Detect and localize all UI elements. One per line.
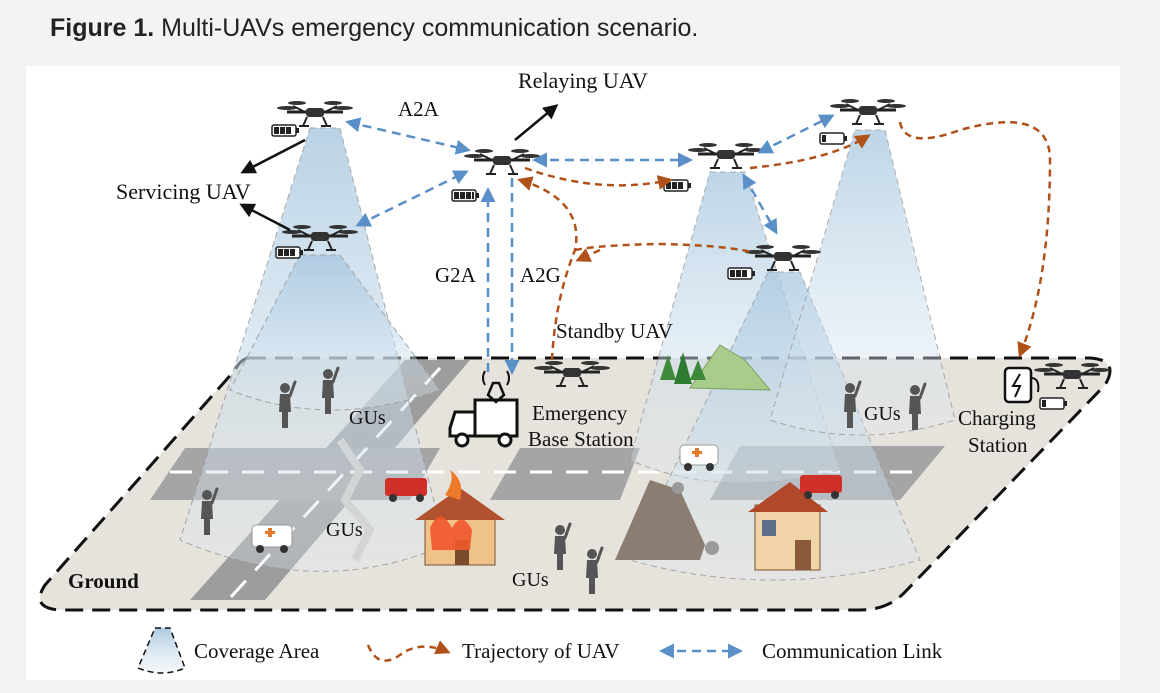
a2a-link	[355, 170, 469, 227]
relaying-uav-pointer	[514, 104, 559, 141]
uav-right-2	[828, 97, 908, 126]
uav-trajectory	[898, 120, 1052, 358]
battery-icon	[275, 246, 304, 259]
figure-caption: Figure 1. Multi-UAVs emergency communica…	[50, 14, 698, 43]
servicing-uav-pointer	[239, 203, 291, 232]
fire-truck-icon	[800, 475, 842, 499]
burning-house-icon	[415, 470, 505, 566]
uav-trajectory	[749, 134, 871, 170]
rock-icon	[705, 541, 719, 555]
ambulance-icon	[251, 524, 293, 553]
legend-coverage-label: Coverage Area	[194, 639, 320, 663]
gus-label: GUs	[349, 407, 386, 429]
a2a-link	[757, 114, 835, 154]
emergency-base-station-icon	[448, 370, 519, 448]
landslide-icon	[615, 480, 705, 560]
a2a-label: A2A	[398, 97, 440, 121]
figure-label: Figure 1.	[50, 14, 155, 42]
road-horizontal-mid	[490, 448, 640, 500]
fire-truck-icon	[385, 478, 427, 502]
legend-coverage-swatch	[137, 627, 186, 674]
rock-icon	[672, 482, 684, 494]
a2g-label: A2G	[520, 263, 561, 287]
legend-trajectory-label: Trajectory of UAV	[462, 639, 620, 663]
charging-station-icon	[1003, 366, 1040, 404]
relaying-uav-label: Relaying UAV	[518, 68, 648, 93]
legend-link-label: Communication Link	[762, 639, 943, 663]
g2a-label: G2A	[435, 263, 477, 287]
standby-uav-label: Standby UAV	[556, 319, 673, 343]
a2a-link	[742, 173, 778, 235]
servicing-uav-1	[275, 99, 355, 128]
coverage-cone-2	[229, 254, 441, 411]
battery-icon	[1039, 397, 1068, 410]
battery-icon	[819, 132, 848, 145]
charging-label-line2: Station	[968, 433, 1028, 457]
coverage-cone-4	[629, 271, 921, 581]
a2a-link	[345, 117, 471, 155]
ground-label: Ground	[68, 569, 139, 593]
legend-trajectory-swatch	[366, 640, 451, 662]
ebs-label-line1: Emergency	[532, 401, 628, 425]
battery-icon	[451, 189, 480, 202]
charging-label-line1: Charging	[958, 406, 1036, 430]
house-icon	[748, 482, 828, 571]
figure-title: Multi-UAVs emergency communication scena…	[161, 14, 699, 42]
trees	[660, 352, 706, 384]
servicing-uav-pointer	[240, 138, 306, 174]
mountain	[689, 344, 772, 391]
legend: Coverage Area Trajectory of UAV Communic…	[137, 627, 943, 674]
gus-label: GUs	[512, 569, 549, 591]
uav-right-1	[686, 141, 766, 170]
gus-label: GUs	[864, 403, 901, 425]
uav-trajectory	[575, 248, 601, 262]
uav-trajectory	[574, 242, 753, 254]
coverage-cone-5	[769, 129, 956, 436]
battery-icon	[727, 267, 756, 280]
ebs-label-line2: Base Station	[528, 427, 634, 451]
battery-icon	[271, 124, 300, 137]
gus-label: GUs	[326, 519, 363, 541]
ambulance-icon	[679, 444, 719, 471]
servicing-uav-label: Servicing UAV	[116, 179, 251, 204]
uav-trajectory	[524, 166, 673, 190]
